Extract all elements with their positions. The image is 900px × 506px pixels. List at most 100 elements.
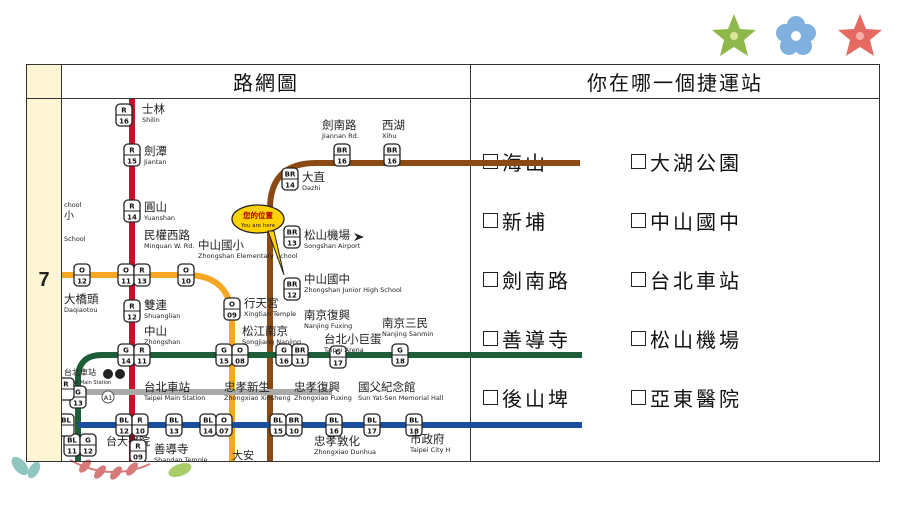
option-item[interactable]: 亞東醫院 — [631, 381, 771, 413]
badge-zhongshan-es: O10 — [177, 263, 195, 287]
school-edge-en: chool — [64, 201, 82, 209]
station-xingtian-en: Xingtian Temple — [244, 310, 296, 318]
option-item[interactable]: 松山機場 — [631, 322, 771, 354]
airplane-icon — [354, 233, 364, 241]
checkbox-icon[interactable] — [631, 271, 646, 287]
station-zhongshan-zh: 中山 — [144, 324, 167, 338]
station-zhongxiao-xinsheng-en: Zhongxiao Xinsheng — [224, 394, 291, 402]
badge-jiantan-line: R — [129, 147, 135, 155]
red-leaf-icon — [69, 459, 151, 480]
badge-shuanglian-line: R — [129, 303, 135, 311]
station-shuanglian-en: Shuanglian — [144, 312, 180, 320]
checkbox-icon[interactable] — [631, 330, 646, 346]
station-nanjing-fuxing-zh: 南京復興 — [304, 308, 350, 322]
badge-songshan-airport-num: 13 — [287, 240, 297, 248]
badge-shandao-num: 13 — [169, 428, 179, 436]
station-zhongshan-es-en: Zhongshan Elementary School — [198, 252, 298, 260]
you-are-here-en: You are here — [240, 223, 276, 229]
question-number: 7 — [26, 98, 62, 462]
badge-shuanglian: R12 — [123, 299, 141, 323]
badge-main-r-line: R — [137, 417, 143, 425]
badge-taipei-arena-num: 17 — [333, 360, 343, 368]
badge-yuanshan: R14 — [123, 199, 141, 223]
school-edge-zh: 小 — [64, 210, 74, 222]
badge-zhongshan-g: G14 — [117, 343, 135, 367]
badge-ntu-hospital: R 09 — [129, 439, 147, 462]
badge-g12-line: G — [85, 437, 91, 445]
station-city-hall-en: Taipei City H — [409, 446, 450, 454]
badge-nanjing-fuxing-g-num: 16 — [279, 358, 289, 366]
badge-xingtian-line: O — [229, 301, 235, 309]
badge-city-hall-num: 18 — [409, 428, 419, 436]
badge-edge-bl: BL — [62, 413, 75, 437]
station-zhongxiao-dunhua-en: Zhongxiao Dunhua — [314, 448, 376, 456]
badge-ntu-hospital-line: R — [135, 443, 141, 451]
badge-city-hall-line: BL — [409, 417, 419, 425]
badge-nanjing-fuxing-g-line: G — [281, 347, 287, 355]
badge-minquan-o-line: O — [123, 267, 129, 275]
option-label: 新埔 — [502, 209, 548, 234]
option-item[interactable]: 台北車站 — [631, 263, 771, 295]
station-main-zh: 台北車站 — [144, 380, 190, 394]
checkbox-icon[interactable] — [631, 389, 646, 405]
station-zhongxiao-fuxing-zh: 忠孝復興 — [294, 380, 340, 394]
station-shilin-zh: 士林 — [142, 102, 165, 116]
badge-songjiang-g-num: 15 — [219, 358, 229, 366]
station-yuanshan-en: Yuanshan — [143, 214, 175, 222]
checkbox-icon[interactable] — [483, 212, 498, 228]
option-item[interactable]: 大湖公園 — [631, 145, 771, 177]
you-are-here-zh: 您的位置 — [243, 210, 273, 220]
badge-zhongxiao-xinsheng-o-line: O — [221, 417, 227, 425]
checkbox-icon[interactable] — [483, 330, 498, 346]
badge-nanjing-fuxing-g: G 16 — [275, 343, 293, 367]
badge-minquan-r-line: R — [139, 267, 145, 275]
teal-leaf-icon — [11, 456, 41, 479]
badge-minquan-r-num: 13 — [137, 278, 147, 286]
checkbox-icon[interactable] — [483, 389, 498, 405]
option-item[interactable]: 劍南路 — [483, 263, 631, 295]
station-main-top-zh: 台北車站 — [64, 367, 96, 377]
badge-zhongshan-es-line: O — [183, 267, 189, 275]
badge-shilin-num: 16 — [119, 118, 129, 126]
badge-nanjing-fuxing-br-line: BR — [295, 347, 306, 355]
checkbox-icon[interactable] — [631, 153, 646, 169]
checkbox-icon[interactable] — [631, 212, 646, 228]
green-star-flower-icon — [712, 14, 756, 56]
badge-zhongxiao-xinsheng-o: O07 — [215, 413, 233, 437]
option-item[interactable]: 善導寺 — [483, 322, 631, 354]
badge-zhongxiao-fuxing-bl-num: 15 — [273, 428, 283, 436]
badge-jiantan-num: 15 — [127, 158, 137, 166]
station-xihu-zh: 西湖 — [382, 118, 405, 132]
badge-shandao-line: BL — [169, 417, 179, 425]
badge-xihu-num: 16 — [387, 158, 397, 166]
badge-ntu-hospital-num: 09 — [133, 454, 143, 462]
option-item[interactable]: 中山國中 — [631, 204, 771, 236]
blue-flower-icon — [776, 16, 816, 55]
option-item[interactable]: 後山埤 — [483, 381, 631, 413]
badge-shilin-line: R — [121, 107, 127, 115]
badge-zhongshan-g-num: 14 — [121, 358, 131, 366]
station-zhongshan-jhs-zh: 中山國中 — [304, 272, 350, 286]
station-daqiaotou-zh: 大橋頭 — [64, 292, 99, 306]
option-label: 松山機場 — [650, 327, 742, 352]
station-minquan-en: Minquan W. Rd. — [144, 242, 194, 250]
badge-minquan-r: R 13 — [133, 263, 151, 287]
option-item[interactable]: 新埔 — [483, 204, 631, 236]
badge-city-hall: BL 18 — [405, 413, 423, 437]
badge-zhongxiao-fuxing-bl-line: BL — [273, 417, 283, 425]
checkbox-icon[interactable] — [483, 271, 498, 287]
station-songshan-airport-en: Songshan Airport — [304, 242, 361, 250]
badge-zhongshan-jhs-line: BR — [287, 281, 298, 289]
school-edge2-en: School — [64, 235, 86, 243]
option-label: 大湖公園 — [650, 150, 742, 175]
badge-zhongxiao-xinsheng-bl-num: 14 — [203, 428, 213, 436]
badge-zhongxiao-dunhua-line: BL — [329, 417, 339, 425]
